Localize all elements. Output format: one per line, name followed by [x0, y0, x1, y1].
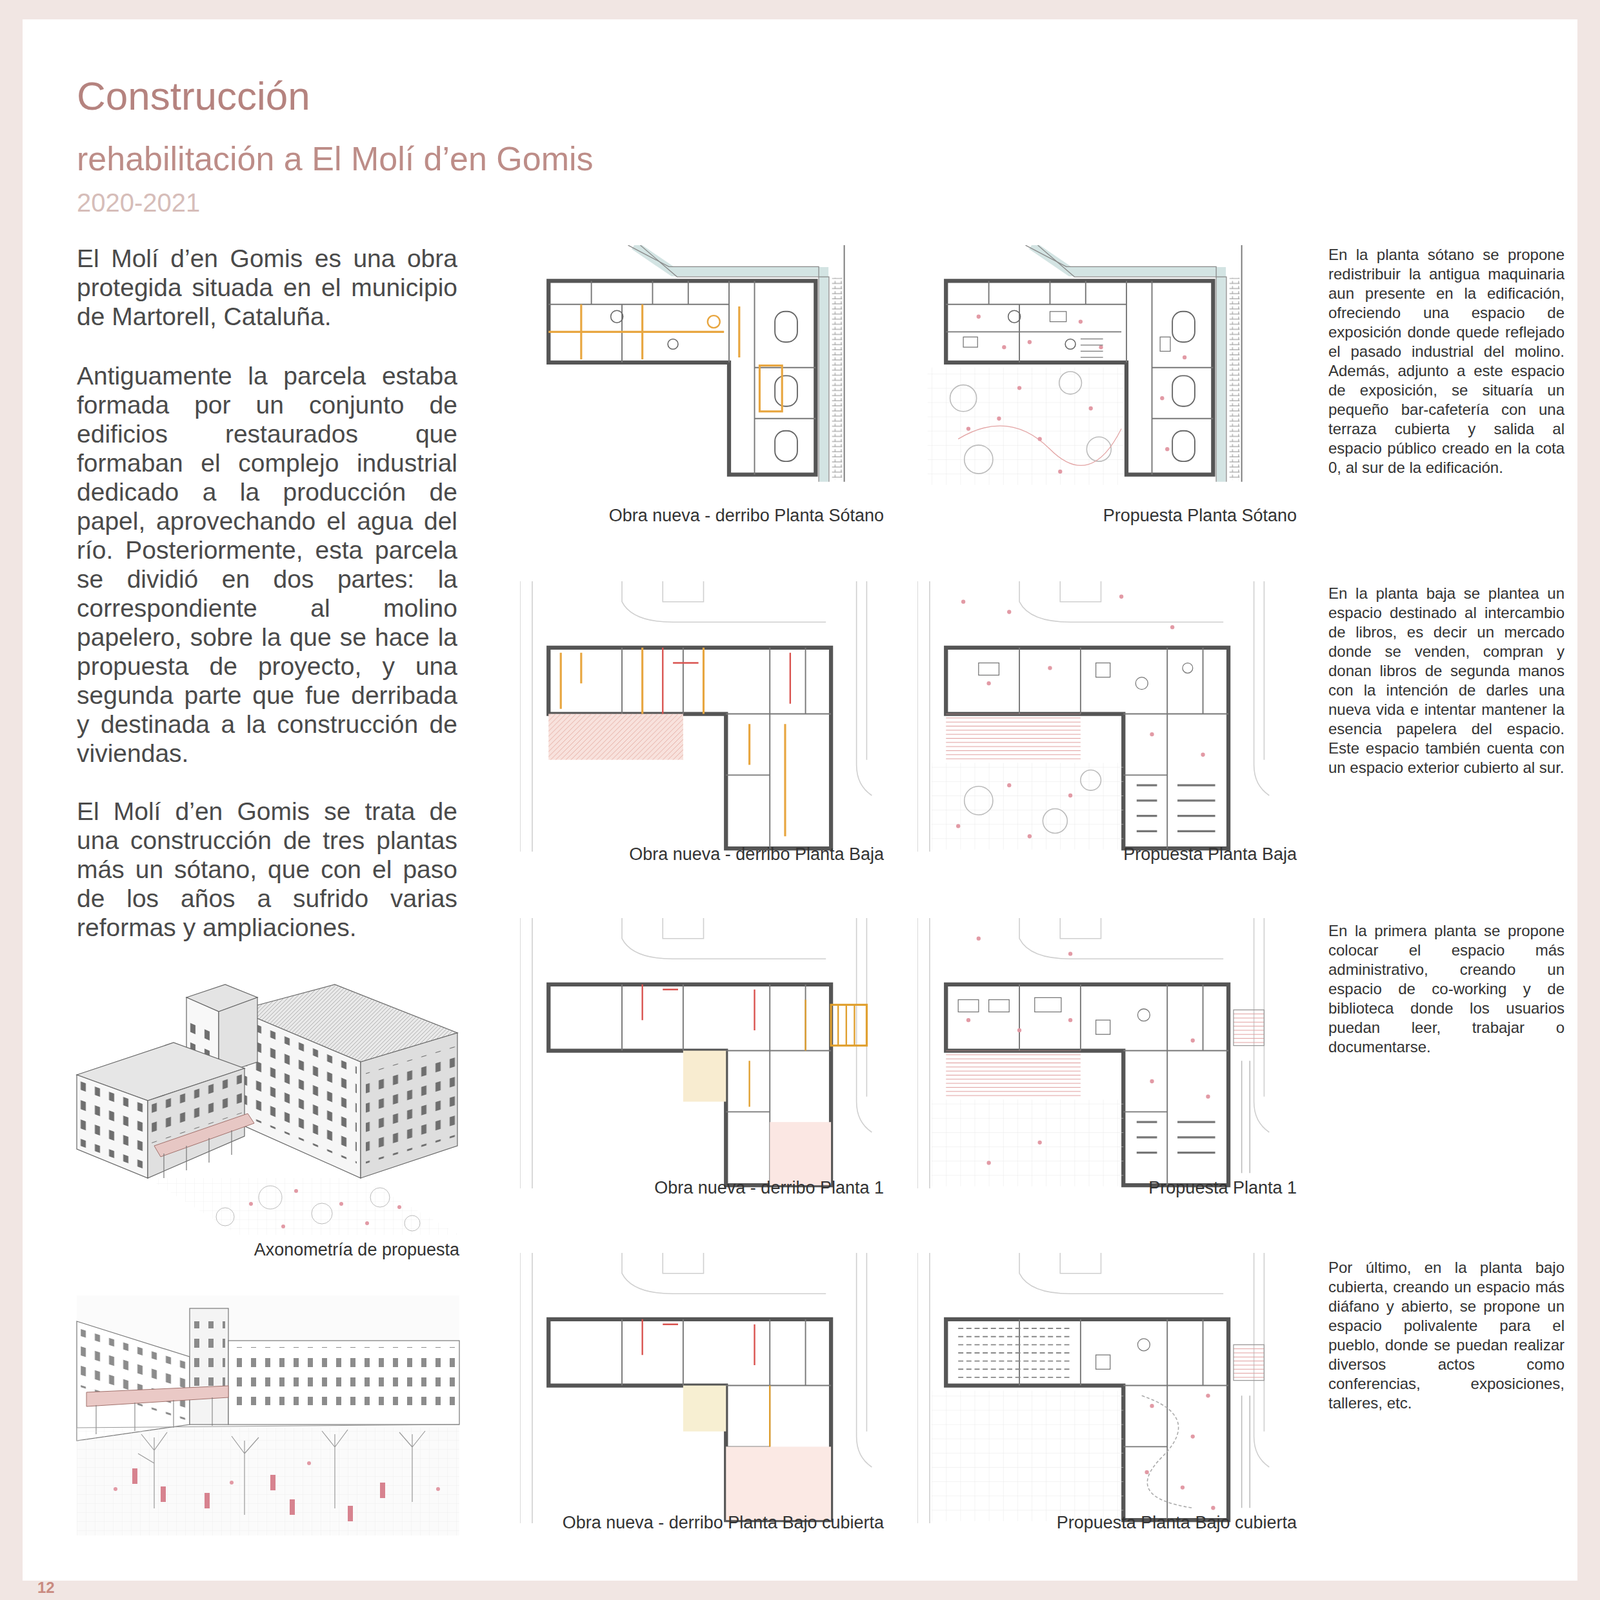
page-title: Construcción — [76, 72, 311, 120]
figure-caption: Propuesta Planta Bajo cubierta — [916, 1512, 1297, 1533]
axonometric-drawing — [365, 1046, 457, 1164]
axonometric-drawing — [216, 1185, 420, 1231]
figure-caption: Obra nueva - derribo Planta Bajo cubiert… — [503, 1512, 884, 1533]
perspective-drawing — [270, 1474, 276, 1491]
axonometric-drawing — [281, 1224, 286, 1229]
axonometric-drawing — [243, 1018, 357, 1164]
axonometric-drawing — [294, 1189, 299, 1193]
perspective-drawing — [289, 1499, 295, 1515]
axonometric-drawing — [163, 1130, 232, 1179]
perspective-drawing — [113, 1461, 440, 1491]
floor-plans — [931, 936, 1264, 1187]
axonometric-drawing — [147, 1178, 460, 1235]
perspective-drawing — [228, 1340, 460, 1425]
description-text: En la planta baja se plantea un espacio … — [1328, 583, 1565, 778]
perspective-drawing — [80, 1329, 188, 1421]
figure-caption: Obra nueva - derribo Planta 1 — [503, 1177, 884, 1199]
floor-plans — [931, 594, 1215, 850]
axonometric-drawing — [360, 1032, 458, 1179]
axonometric-drawing — [404, 1215, 420, 1231]
perspective-drawing — [86, 1385, 229, 1407]
axonometric-drawing — [154, 1113, 255, 1157]
perspective-drawing — [347, 1505, 353, 1522]
floor-plans — [520, 245, 1270, 1524]
figure-caption: Obra nueva - derribo Planta Baja — [503, 843, 884, 865]
perspective-drawing — [138, 1432, 168, 1509]
description-text: Por último, en la planta bajo cubierta, … — [1328, 1258, 1565, 1413]
axonometric-drawing — [76, 1074, 148, 1179]
floor-plans — [642, 984, 868, 1186]
perspective-drawing — [113, 1487, 118, 1491]
perspective-drawing — [132, 1468, 138, 1484]
axonometric-drawing — [339, 1201, 344, 1206]
axonometric-drawing — [365, 1046, 457, 1164]
perspective-drawing — [307, 1461, 311, 1466]
perspective-drawing — [436, 1487, 440, 1491]
figure-caption: Propuesta Planta Baja — [916, 843, 1297, 865]
floor-plans — [931, 1328, 1264, 1522]
axonometric-drawing — [311, 1203, 333, 1224]
body-paragraph: El Molí d’en Gomis es una obra protegida… — [76, 243, 458, 331]
body-paragraph: El Molí d’en Gomis se trata de una const… — [76, 796, 458, 942]
project-year: 2020-2021 — [76, 187, 200, 219]
body-paragraph: Antiguamente la parcela estaba formada p… — [76, 361, 458, 768]
perspective-drawing — [229, 1480, 234, 1485]
perspective-drawing — [76, 1321, 190, 1441]
floor-plans — [927, 311, 1187, 486]
perspective-drawing — [76, 1295, 460, 1536]
perspective-drawing — [192, 1321, 226, 1386]
page-number: 12 — [37, 1579, 55, 1597]
axonometric-drawing — [79, 1080, 147, 1170]
perspective-drawing — [231, 1436, 259, 1515]
axonometric-drawing — [216, 1207, 235, 1226]
perspective-drawing — [160, 1486, 166, 1502]
figure-caption: Axonometría de propuesta — [72, 1239, 460, 1260]
floor-plans — [917, 581, 1270, 852]
description-text: En la primera planta se propone colocar … — [1328, 921, 1565, 1057]
floor-plans — [548, 304, 782, 412]
subtitle: rehabilitación a El Molí d’en Gomis — [76, 138, 594, 179]
figure-caption: Propuesta Planta 1 — [916, 1177, 1297, 1199]
perspective-drawing — [138, 1429, 426, 1515]
axonometric-drawing — [76, 984, 460, 1235]
perspective-drawing — [231, 1347, 458, 1406]
floor-plans — [548, 647, 791, 837]
floor-plans — [520, 1252, 872, 1524]
axonometric-drawing — [243, 1018, 357, 1164]
floor-plans — [520, 918, 872, 1189]
figure-caption: Propuesta Planta Sótano — [916, 505, 1297, 526]
axonometric-drawing — [365, 1221, 370, 1226]
perspective-drawing — [76, 1424, 460, 1428]
floor-plans — [917, 1252, 1270, 1524]
floor-plans — [520, 581, 872, 852]
floor-plans — [917, 918, 1270, 1189]
perspective-drawing — [204, 1492, 210, 1509]
axonometric-drawing — [258, 1185, 282, 1210]
perspective-drawing — [132, 1468, 386, 1522]
axonometric-drawing — [249, 1201, 253, 1206]
figure-caption: Obra nueva - derribo Planta Sótano — [503, 505, 884, 526]
axonometric-drawing — [397, 1205, 402, 1210]
axonometric-drawing — [249, 1189, 402, 1229]
axonometric-drawing — [79, 1080, 147, 1170]
perspective-drawing — [76, 1427, 460, 1536]
description-text: En la planta sótano se propone redistrib… — [1328, 245, 1565, 478]
perspective-drawing — [189, 1308, 229, 1425]
perspective-drawing — [80, 1329, 188, 1421]
floor-plans — [548, 245, 844, 482]
perspective-drawing — [76, 1295, 460, 1536]
perspective-drawing — [321, 1429, 348, 1509]
floor-plans — [642, 1319, 831, 1520]
perspective-drawing — [399, 1430, 426, 1502]
axonometric-drawing — [370, 1187, 390, 1208]
perspective-drawing — [380, 1482, 386, 1499]
